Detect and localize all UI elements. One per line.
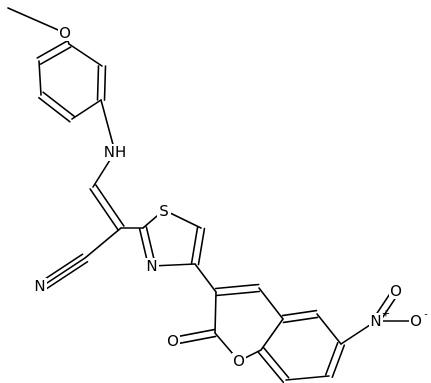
atom-o-coumarin-ring-label: O bbox=[233, 352, 245, 370]
bond-thiazole-c5-c4-a bbox=[190, 226, 199, 265]
bond-coumarin-c6-c7-a bbox=[324, 341, 339, 376]
bond-carbonyl-b bbox=[172, 335, 217, 346]
bond-ph-3-4-a bbox=[38, 96, 71, 123]
bond-coumarin-c5-c6 bbox=[316, 313, 342, 345]
bond-ph-2-3 bbox=[38, 60, 42, 96]
bond-vinyl-double-a bbox=[89, 188, 119, 231]
bond-nitrile-triple-b bbox=[40, 253, 84, 283]
bond-ph-5-6-b bbox=[96, 65, 100, 101]
atom-n-nitro-charge: + bbox=[382, 309, 390, 320]
atom-n-nitrile: N bbox=[33, 277, 47, 295]
atom-o-nitro-double-label: O bbox=[390, 282, 402, 300]
bond-coumarin-c8-c8a-a bbox=[262, 346, 290, 379]
atom-s-thiazole-label: S bbox=[159, 202, 169, 220]
atom-n-thiazole-label: N bbox=[146, 257, 157, 275]
bond-methyl-o bbox=[7, 7, 66, 34]
atom-n-nitro: N + bbox=[369, 309, 390, 330]
bond-coumarin-c3-c4-b bbox=[214, 283, 260, 290]
bond-ph-1-2-b bbox=[39, 46, 72, 65]
bond-thiazole-coumarin bbox=[194, 263, 217, 293]
bond-ph-4-5 bbox=[71, 99, 102, 120]
bond-nitrile-triple-c bbox=[45, 260, 89, 290]
bond-aryl-nh bbox=[100, 99, 116, 153]
bond-coumarin-c7-c8 bbox=[285, 375, 330, 381]
bond-ph-1-2-a bbox=[36, 40, 69, 59]
bond-coumarin-c2-c3 bbox=[214, 291, 217, 334]
bond-ph-3-4-b bbox=[42, 91, 75, 118]
bond-thiazole-c4-n bbox=[151, 263, 196, 267]
atom-o-carbonyl-label: O bbox=[167, 332, 179, 350]
bond-coumarin-c3-c4-a bbox=[215, 290, 261, 297]
atom-o-coumarin-ring: O bbox=[232, 352, 246, 370]
atom-o-nitro-minus-label: O bbox=[410, 312, 422, 330]
atom-s-thiazole: S bbox=[157, 202, 171, 220]
atom-n-nitro-label: N bbox=[370, 312, 381, 330]
bond-layer bbox=[7, 7, 417, 383]
bond-alpha-cn bbox=[84, 227, 122, 259]
atom-n-nitrile-label: N bbox=[34, 277, 45, 295]
atom-n-thiazole: N bbox=[145, 257, 159, 275]
atom-o-methoxy-label: O bbox=[59, 24, 71, 42]
atom-o-methoxy: O bbox=[58, 24, 72, 42]
atom-nh-label: NH bbox=[104, 143, 127, 161]
atom-o-carbonyl: O bbox=[166, 332, 180, 350]
atom-o-nitro-double: O bbox=[389, 282, 403, 300]
atom-o-nitro-minus: O - bbox=[409, 310, 428, 330]
atom-label-layer: O NH N S N O O bbox=[33, 24, 428, 370]
bond-coumarin-c6-c7-b bbox=[331, 344, 346, 379]
bond-coumarin-c8a-c4a bbox=[260, 318, 284, 351]
bond-coumarin-c4a-c5-b bbox=[281, 309, 318, 317]
bond-coumarin-c8-c8a-b bbox=[257, 351, 285, 383]
atom-nh: NH bbox=[102, 143, 128, 161]
bond-nitrile-triple-a bbox=[43, 257, 86, 286]
bond-thiazole-c5-c4-b bbox=[197, 227, 206, 266]
bond-coumarin-c4-c4a bbox=[258, 287, 284, 320]
bond-vinyl-double-b bbox=[95, 184, 125, 227]
bond-coumarin-c4a-c5-a bbox=[282, 316, 319, 324]
bond-ph-5-6-a bbox=[103, 65, 107, 101]
bond-ph-6-1 bbox=[68, 43, 103, 67]
atom-o-nitro-minus-charge: - bbox=[424, 310, 428, 321]
